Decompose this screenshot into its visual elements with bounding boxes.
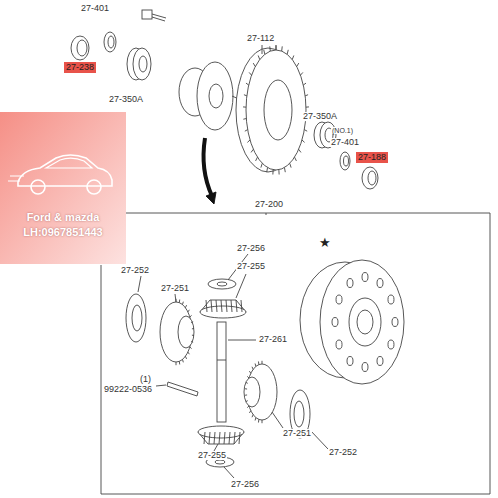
thrust-washer [126, 294, 146, 342]
callout-number: 27-256 [230, 480, 260, 489]
callout-number: 27-256 [236, 244, 266, 253]
oil-seal [71, 36, 89, 60]
bearing [127, 48, 151, 80]
callout-number: 27-251 [160, 284, 190, 293]
shim-washer [104, 32, 116, 52]
side-gear [160, 299, 194, 365]
pinion-gear [200, 300, 246, 318]
quantity-note: (NO.1) [331, 127, 354, 134]
callout-number: 27-238 [64, 62, 96, 73]
callout-number: 27-401 [330, 138, 360, 147]
phone-number: LH:0967851443 [23, 225, 103, 240]
callout-number: 27-261 [258, 335, 288, 344]
pinion-shaft [217, 322, 226, 422]
callout-number: 27-255 [197, 451, 227, 460]
callout-number: 27-200 [254, 200, 284, 209]
callout-number: 27-255 [236, 262, 266, 271]
quantity-note: (1) [139, 375, 152, 384]
pinion-gear [198, 426, 244, 444]
callout-number: 27-188 [356, 152, 388, 163]
curved-arrow [204, 138, 212, 196]
callout-number: 27-252 [120, 266, 150, 275]
differential-housing [300, 260, 404, 384]
oil-seal [362, 167, 378, 189]
arrow-head [206, 192, 216, 204]
callout-number: 27-350A [302, 112, 338, 121]
callout-number: 27-401 [80, 4, 110, 13]
group-frame [101, 213, 490, 494]
brand-name: Ford & mazda [27, 210, 100, 225]
side-gear [244, 361, 277, 423]
star-mark: ★ [318, 236, 332, 249]
callout-number: 27-251 [282, 429, 312, 438]
callout-number: 27-252 [328, 448, 358, 457]
logo-box: Ford & mazdaLH:0967851443 [0, 112, 126, 264]
callout-number: 27-112 [246, 34, 275, 43]
shim-washer [340, 152, 350, 170]
ring-gear [236, 45, 309, 174]
thrust-washer [208, 279, 236, 289]
bolt [142, 10, 166, 21]
lock-pin [167, 382, 198, 396]
leader-line [266, 213, 267, 215]
callout-number: 27-350A [108, 95, 144, 104]
logo-panel [0, 112, 126, 264]
part-number: 99222-0536 [103, 385, 153, 394]
